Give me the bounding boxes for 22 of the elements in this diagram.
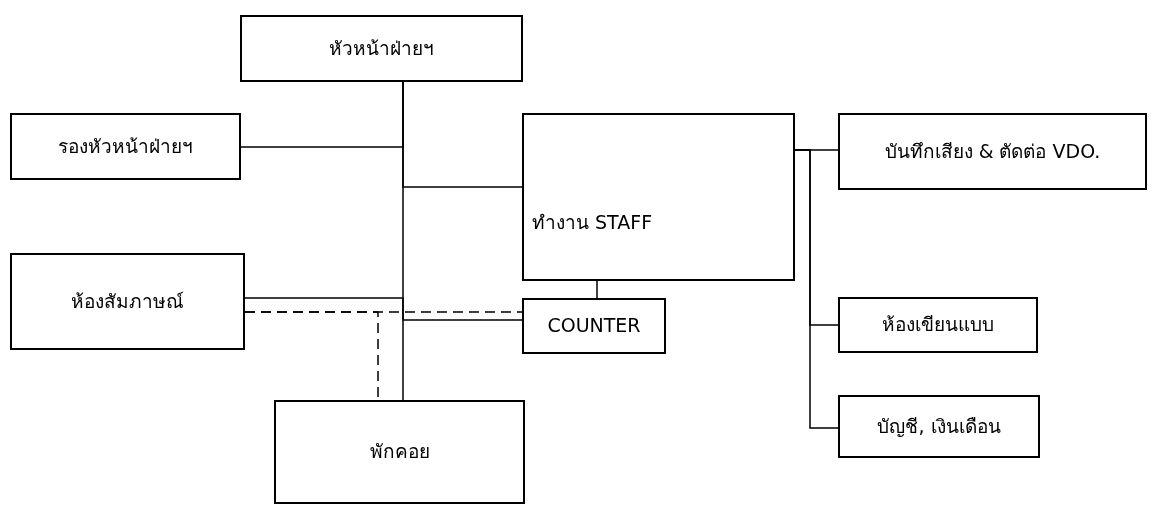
connector-line: [244, 297, 523, 321]
org-box: [274, 400, 525, 504]
connector-line: [402, 81, 523, 188]
org-box: [240, 15, 523, 82]
box-label: COUNTER: [547, 314, 641, 338]
org-box: [838, 113, 1147, 190]
box-label: บันทึกเสียง & ตัดต่อ VDO.: [884, 139, 1101, 164]
box-label: ทำงาน STAFF: [532, 211, 653, 235]
org-box: [522, 298, 666, 354]
org-box: [10, 113, 241, 180]
box-label: ห้องเขียนแบบ: [882, 313, 994, 337]
org-box: [838, 297, 1038, 353]
connector-line: [596, 280, 598, 299]
box-label: ห้องสัมภาษณ์: [71, 289, 184, 314]
org-box: [838, 395, 1040, 458]
connector-line: [794, 149, 839, 429]
box-label: บัญชี, เงินเดือน: [877, 414, 1001, 439]
box-label: หัวหน้าฝ่ายฯ: [329, 36, 434, 61]
org-box: [10, 253, 245, 350]
box-label: รองหัวหน้าฝ่ายฯ: [58, 134, 193, 159]
org-box: [522, 113, 795, 281]
box-label: พักคอย: [369, 440, 430, 464]
